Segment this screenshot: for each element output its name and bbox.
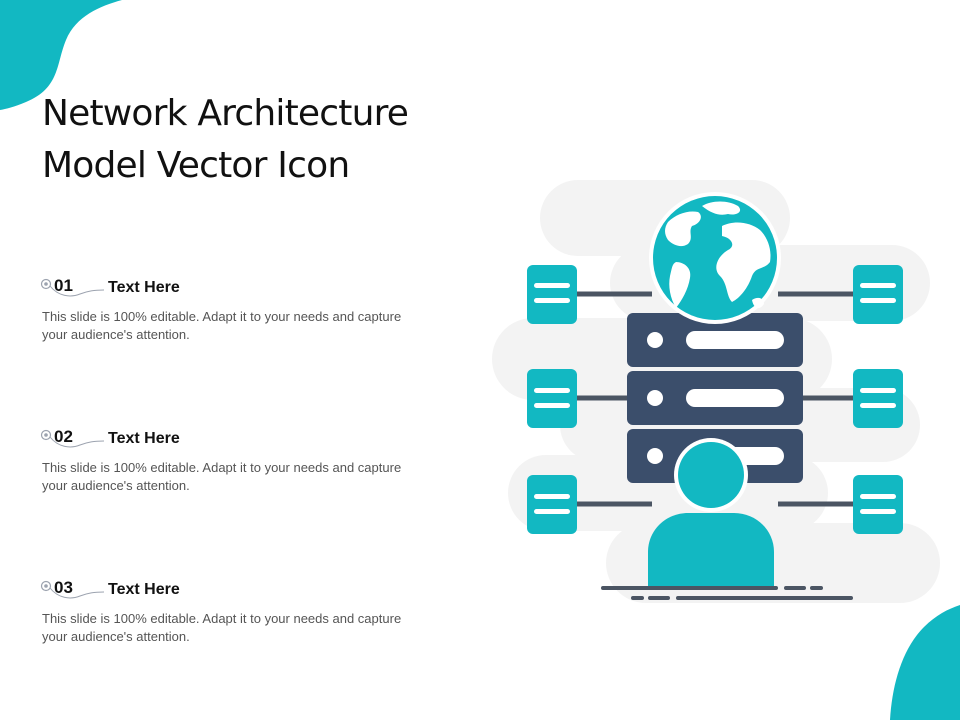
globe-icon [649, 192, 781, 324]
connector-lines [576, 291, 855, 507]
item-number: 01 [54, 276, 73, 295]
item-heading: Text Here [108, 581, 180, 598]
network-node-icon [527, 369, 577, 428]
ground-lines [601, 586, 853, 600]
network-node-icon [527, 475, 577, 534]
item-description: This slide is 100% editable. Adapt it to… [42, 611, 402, 644]
page-title-line-2: Model Vector Icon [42, 145, 350, 186]
item-description: This slide is 100% editable. Adapt it to… [42, 460, 402, 493]
item-heading: Text Here [108, 430, 180, 447]
network-node-icon [853, 265, 903, 324]
network-node-icon [853, 475, 903, 534]
corner-blob-top-left [0, 0, 122, 110]
network-node-icon [853, 369, 903, 428]
corner-blob-bottom-right [890, 605, 960, 720]
item-number: 02 [54, 427, 73, 446]
user-icon [648, 438, 774, 590]
bullet-marker-icon [40, 580, 105, 599]
network-node-icon [527, 265, 577, 324]
page-title-line-1: Network Architecture [42, 93, 409, 134]
page-title: Network Architecture Model Vector Icon [42, 88, 409, 192]
item-heading: Text Here [108, 279, 180, 296]
item-description: This slide is 100% editable. Adapt it to… [42, 309, 402, 342]
bullet-marker-icon [40, 429, 105, 448]
network-architecture-icon [492, 180, 940, 603]
bullet-marker-icon [40, 278, 105, 297]
item-number: 03 [54, 578, 73, 597]
